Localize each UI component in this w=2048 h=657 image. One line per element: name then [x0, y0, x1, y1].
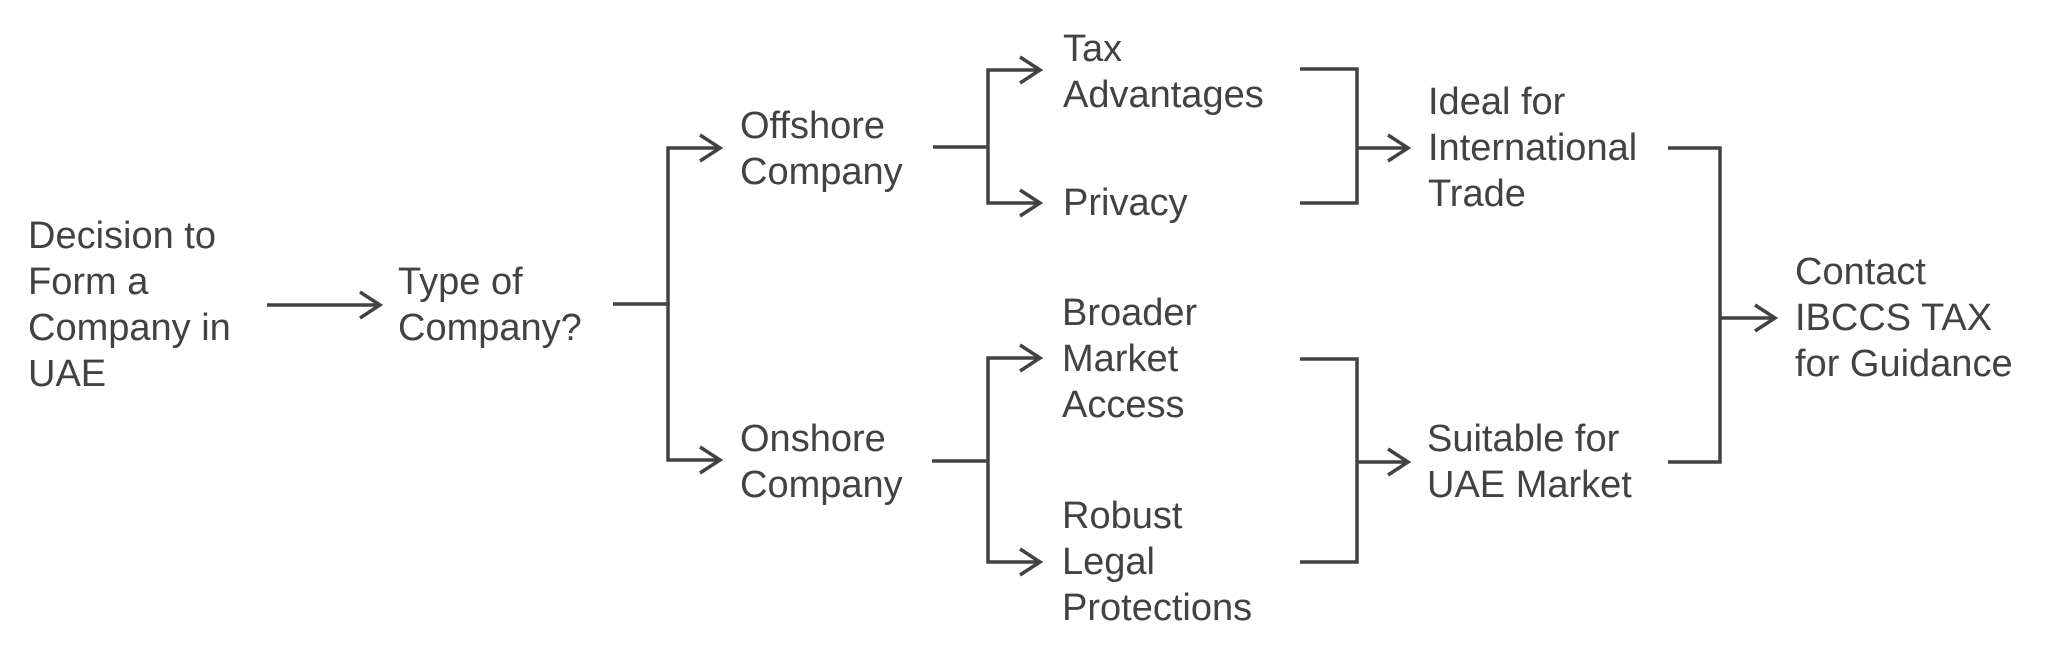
arrowhead-icon: [1387, 133, 1412, 163]
node-contact-ibccs-tax: Contact IBCCS TAX for Guidance: [1795, 249, 2013, 387]
arrowhead-icon: [1019, 343, 1044, 373]
node-type-line: Type of: [398, 261, 523, 303]
arrowhead-icon: [699, 133, 724, 163]
node-robust-line: Robust: [1062, 495, 1183, 537]
node-onshore-company: Onshore Company: [740, 416, 903, 508]
edge-merge-to-ideal: [1300, 67, 1406, 205]
node-privacy-line: Privacy: [1063, 182, 1188, 224]
node-offshore-line: Offshore: [740, 105, 886, 147]
node-broader-market-access: Broader Market Access: [1062, 290, 1197, 428]
arrowhead-icon: [1387, 447, 1412, 477]
node-robust-legal-protections: Robust Legal Protections: [1062, 493, 1252, 631]
node-suitable-line: UAE Market: [1427, 464, 1632, 506]
node-tax-line: Tax: [1063, 28, 1123, 70]
arrowhead-icon: [359, 290, 384, 320]
edge-merge-to-suitable: [1300, 357, 1406, 564]
edge-offshore-split: [933, 68, 1038, 205]
node-type-of-company: Type of Company?: [398, 259, 582, 351]
node-ideal-line: International: [1428, 127, 1638, 169]
node-decision-line: Form a: [28, 261, 149, 303]
node-robust-line: Protections: [1062, 587, 1253, 629]
node-decision: Decision to Form a Company in UAE: [28, 213, 231, 397]
edge-merge-to-contact: [1668, 146, 1773, 464]
arrowhead-icon: [1019, 547, 1044, 577]
arrowhead-icon: [1019, 55, 1044, 85]
edge-type-split: [613, 146, 718, 462]
node-decision-line: UAE: [28, 353, 107, 395]
node-onshore-line: Company: [740, 464, 903, 506]
node-broader-line: Access: [1062, 384, 1185, 426]
node-tax-advantages: Tax Advantages: [1063, 26, 1264, 118]
node-privacy: Privacy: [1063, 180, 1188, 226]
node-contact-line: Contact: [1795, 251, 1926, 293]
node-contact-line: for Guidance: [1795, 343, 2013, 385]
node-broader-line: Market: [1062, 338, 1179, 380]
node-ideal-line: Trade: [1428, 173, 1526, 215]
node-suitable-uae-market: Suitable for UAE Market: [1427, 416, 1632, 508]
node-type-line: Company?: [398, 307, 582, 349]
arrowhead-icon: [1019, 188, 1044, 218]
node-offshore-line: Company: [740, 151, 903, 193]
arrowhead-icon: [1754, 303, 1779, 333]
node-ideal-international-trade: Ideal for International Trade: [1428, 79, 1637, 217]
edge-onshore-split: [932, 356, 1038, 564]
node-decision-line: Decision to: [28, 215, 216, 257]
node-tax-line: Advantages: [1063, 74, 1264, 116]
node-robust-line: Legal: [1062, 541, 1155, 583]
arrowhead-icon: [699, 445, 724, 475]
node-ideal-line: Ideal for: [1428, 81, 1566, 123]
node-decision-line: Company in: [28, 307, 231, 349]
node-suitable-line: Suitable for: [1427, 418, 1620, 460]
node-contact-line: IBCCS TAX: [1795, 297, 1993, 339]
node-broader-line: Broader: [1062, 292, 1198, 334]
node-offshore-company: Offshore Company: [740, 103, 903, 195]
node-onshore-line: Onshore: [740, 418, 886, 460]
